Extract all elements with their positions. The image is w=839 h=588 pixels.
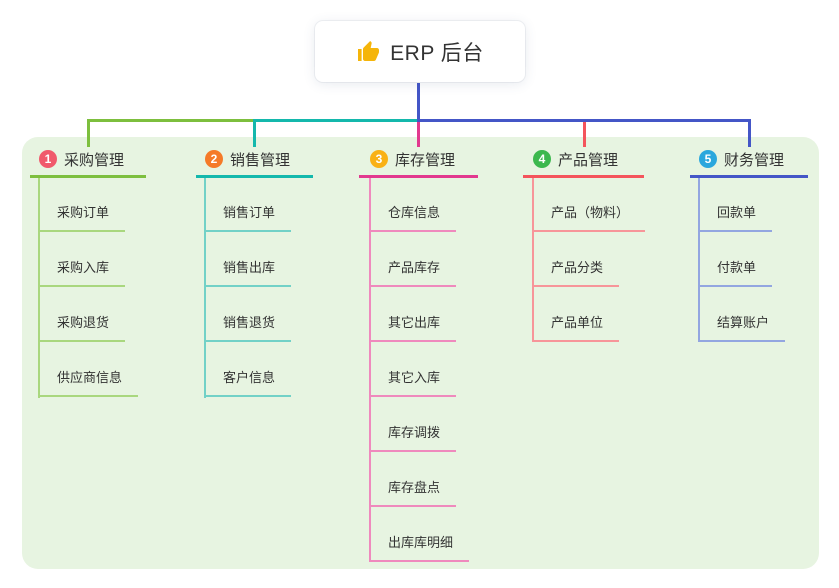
branch-number-badge: 5 [699, 150, 717, 168]
node-sales-order[interactable]: 销售订单 [204, 204, 292, 232]
node-sales-outbound[interactable]: 销售出库 [204, 259, 292, 287]
branch-purchase[interactable]: 1 采购管理 [39, 149, 124, 169]
branch-sales[interactable]: 2 销售管理 [205, 149, 290, 169]
node-sales-return[interactable]: 销售退货 [204, 314, 292, 342]
node-stock-taking[interactable]: 库存盘点 [369, 479, 457, 507]
connector-bus-blue [417, 119, 751, 122]
branch-underline [359, 175, 478, 178]
root-node[interactable]: ERP 后台 [315, 21, 525, 82]
node-product-material[interactable]: 产品（物料） [532, 204, 646, 232]
branch-number-badge: 2 [205, 150, 223, 168]
connector-root-drop [417, 82, 420, 121]
subtree-rail [38, 178, 40, 398]
node-payment-bill[interactable]: 付款单 [698, 259, 773, 287]
branch-number-badge: 4 [533, 150, 551, 168]
branch-underline [196, 175, 313, 178]
branch-number-badge: 1 [39, 150, 57, 168]
thumbs-up-icon [356, 40, 380, 64]
branch-label: 库存管理 [395, 151, 456, 169]
root-title: ERP 后台 [390, 41, 484, 65]
subtree-rail [532, 178, 534, 342]
subtree-rail [369, 178, 371, 562]
node-supplier-info[interactable]: 供应商信息 [38, 369, 139, 397]
branch-product[interactable]: 4 产品管理 [533, 149, 618, 169]
branch-label: 采购管理 [64, 151, 125, 169]
node-outbound-detail[interactable]: 出库库明细 [369, 534, 470, 562]
connector-drop-sales [253, 119, 256, 147]
node-product-category[interactable]: 产品分类 [532, 259, 620, 287]
node-other-inbound[interactable]: 其它入库 [369, 369, 457, 397]
branch-label: 产品管理 [558, 151, 619, 169]
branch-underline [690, 175, 808, 178]
connector-drop-inventory [417, 122, 420, 147]
node-purchase-return[interactable]: 采购退货 [38, 314, 126, 342]
node-purchase-inbound[interactable]: 采购入库 [38, 259, 126, 287]
node-warehouse-info[interactable]: 仓库信息 [369, 204, 457, 232]
connector-drop-purchase [87, 119, 90, 147]
subtree-rail [204, 178, 206, 398]
branches-panel [22, 137, 819, 569]
connector-bus-green [87, 119, 255, 122]
branch-number-badge: 3 [370, 150, 388, 168]
branch-label: 财务管理 [724, 151, 785, 169]
node-other-outbound[interactable]: 其它出库 [369, 314, 457, 342]
branch-underline [523, 175, 644, 178]
node-settlement-account[interactable]: 结算账户 [698, 314, 786, 342]
branch-underline [30, 175, 146, 178]
node-stock-transfer[interactable]: 库存调拨 [369, 424, 457, 452]
connector-drop-finance [748, 122, 751, 147]
connector-bus-teal [253, 119, 419, 122]
node-product-stock[interactable]: 产品库存 [369, 259, 457, 287]
branch-finance[interactable]: 5 财务管理 [699, 149, 784, 169]
node-purchase-order[interactable]: 采购订单 [38, 204, 126, 232]
node-product-unit[interactable]: 产品单位 [532, 314, 620, 342]
node-customer-info[interactable]: 客户信息 [204, 369, 292, 397]
subtree-rail [698, 178, 700, 342]
branch-inventory[interactable]: 3 库存管理 [370, 149, 455, 169]
node-receipt-bill[interactable]: 回款单 [698, 204, 773, 232]
connector-drop-product [583, 122, 586, 147]
branch-label: 销售管理 [230, 151, 291, 169]
